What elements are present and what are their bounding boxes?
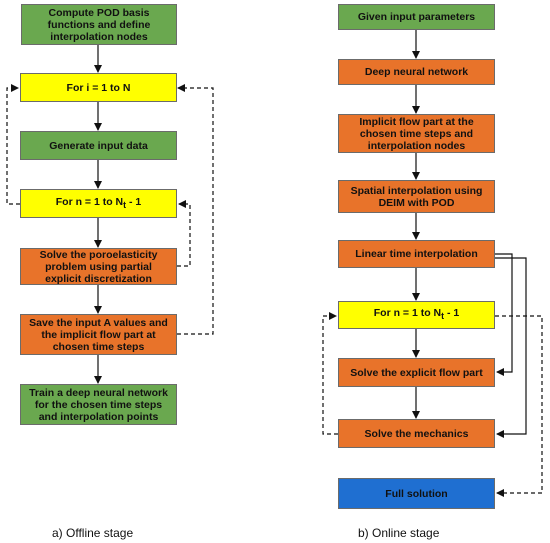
node-text: For n = 1 to Nt - 1	[374, 307, 459, 322]
node-text: Linear time interpolation	[355, 248, 478, 260]
offline-stage-caption: a) Offline stage	[52, 526, 134, 540]
online-node-linear-time: Linear time interpolation	[338, 240, 495, 268]
loop-mechanics-to-for-n	[322, 312, 338, 435]
node-text: Save the input A values and the implicit…	[29, 316, 168, 353]
offline-node-train-dnn: Train a deep neural network for the chos…	[20, 384, 177, 425]
online-node-solve-mechanics: Solve the mechanics	[338, 419, 495, 448]
for-n-label: For n = 1 to N	[373, 307, 442, 320]
node-text: Deep neural network	[364, 66, 469, 78]
online-node-full-solution: Full solution	[338, 478, 495, 509]
node-text: For i = 1 to N	[66, 81, 131, 94]
offline-node-for-n: For n = 1 to Nt - 1	[20, 189, 177, 218]
loop-save-to-for-i	[177, 84, 214, 335]
node-text: Train a deep neural network for the chos…	[29, 386, 168, 423]
node-text: Spatial interpolation using DEIM with PO…	[350, 184, 483, 209]
loop-for-n-left	[6, 84, 20, 205]
branch-linear-to-mechanics	[495, 257, 527, 438]
node-text: Generate input data	[49, 139, 148, 152]
online-node-spatial-interpolation: Spatial interpolation using DEIM with PO…	[338, 180, 495, 213]
online-node-implicit-flow: Implicit flow part at the chosen time st…	[338, 114, 495, 153]
for-n-suffix: - 1	[126, 195, 142, 208]
node-text: Solve the explicit flow part	[350, 366, 483, 379]
node-text: Full solution	[385, 487, 448, 500]
node-text: Given input parameters	[357, 11, 476, 23]
node-text: Solve the poroelasticity problem using p…	[39, 248, 158, 285]
online-node-for-n: For n = 1 to Nt - 1	[338, 301, 495, 329]
offline-node-compute-pod: Compute POD basis functions and define i…	[21, 4, 177, 45]
offline-node-for-i: For i = 1 to N	[20, 73, 177, 102]
node-text: For n = 1 to Nt - 1	[56, 196, 141, 211]
online-node-deep-neural-network: Deep neural network	[338, 59, 495, 85]
offline-node-save-input: Save the input A values and the implicit…	[20, 314, 177, 355]
loop-solve-to-for-n	[177, 200, 191, 267]
node-text: Solve the mechanics	[364, 427, 469, 440]
online-node-solve-explicit: Solve the explicit flow part	[338, 358, 495, 387]
branch-linear-to-explicit	[495, 253, 513, 376]
subscript-t: t	[441, 311, 445, 322]
node-text: Compute POD basis functions and define i…	[47, 6, 151, 43]
for-n-suffix: - 1	[444, 307, 460, 320]
offline-node-generate-input: Generate input data	[20, 131, 177, 160]
loop-for-n-to-full	[495, 315, 543, 497]
online-node-given-input: Given input parameters	[338, 4, 495, 30]
online-stage-caption: b) Online stage	[358, 526, 440, 540]
offline-node-solve-poroelasticity: Solve the poroelasticity problem using p…	[20, 248, 177, 285]
subscript-t: t	[123, 200, 127, 211]
for-n-label: For n = 1 to N	[55, 195, 124, 208]
node-text: Implicit flow part at the chosen time st…	[359, 115, 474, 152]
